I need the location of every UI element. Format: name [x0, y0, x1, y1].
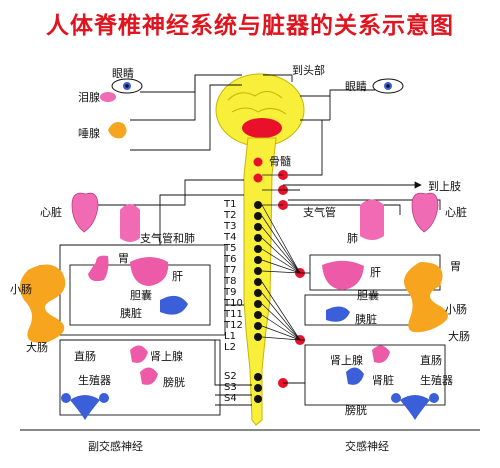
- brain-icon: [215, 73, 305, 147]
- segment-label-s3: S3: [224, 382, 237, 393]
- right-intestine-icon: [404, 262, 448, 333]
- nerve-fan-lines: [261, 174, 301, 341]
- spinal-cord-label: 骨髓: [269, 155, 291, 168]
- right-rectum-label: 直肠: [420, 354, 442, 367]
- segment-label-t12: T12: [224, 320, 243, 331]
- segment-label-t3: T3: [224, 221, 237, 232]
- left-rectum-label: 直肠: [74, 350, 96, 363]
- right-adrenal-label: 肾上腺: [330, 354, 363, 367]
- left-liver-icon: [130, 257, 169, 286]
- right-liver-icon: [322, 260, 364, 290]
- right-eye-icon: [372, 78, 404, 94]
- left-reproductive-label: 生殖器: [78, 374, 111, 387]
- spinal-ganglia: [253, 157, 263, 403]
- left-stomach-icon: [88, 255, 109, 282]
- to-upper-limb-label: 到上肢: [428, 180, 461, 193]
- segment-label-t7: T7: [224, 265, 237, 276]
- page-title: 人体脊椎神经系统与脏器的关系示意图: [46, 13, 454, 39]
- left-adrenal-icon: [130, 345, 148, 363]
- left-lacrimal-label: 泪腺: [78, 91, 100, 104]
- left-reproductive-icon: [61, 393, 109, 420]
- segment-label-t9: T9: [224, 287, 237, 298]
- right-heart-label: 心脏: [445, 206, 467, 219]
- left-liver-label: 肝: [172, 270, 183, 283]
- left-eye-label: 眼睛: [112, 67, 134, 80]
- right-adrenal-icon: [372, 345, 390, 363]
- left-heart-label: 心脏: [40, 206, 62, 219]
- left-lung-icon: [120, 204, 140, 242]
- right-lung-label: 肺: [347, 232, 358, 245]
- right-reproductive-label: 生殖器: [420, 374, 453, 387]
- sympathetic-chain: [278, 170, 305, 388]
- to-head-label: 到头部: [292, 64, 325, 77]
- saliva-gland-icon: [108, 122, 127, 139]
- right-reproductive-icon: [391, 393, 439, 420]
- segment-label-l1: L1: [224, 331, 236, 342]
- segment-label-t10: T10: [224, 298, 243, 309]
- left-saliva-label: 唾腺: [78, 127, 100, 140]
- segment-label-s4: S4: [224, 393, 237, 404]
- right-bladder-label: 膀胱: [345, 404, 367, 417]
- right-footer-label: 交感神经: [345, 440, 389, 453]
- left-pancreas-icon: [160, 295, 188, 315]
- left-heart-icon: [71, 192, 99, 233]
- left-kidney-icon: [140, 367, 158, 385]
- right-kidney-icon: [346, 367, 364, 385]
- left-small-intestine-label: 小肠: [10, 283, 32, 296]
- segment-label-t4: T4: [224, 232, 237, 243]
- segment-label-t1: T1: [224, 199, 237, 210]
- right-heart-icon: [411, 192, 439, 233]
- right-small-intestine-label: 小肠: [445, 303, 467, 316]
- right-large-intestine-label: 大肠: [448, 330, 470, 343]
- segment-label-t11: T11: [224, 309, 243, 320]
- right-pancreas-label: 胰脏: [355, 313, 377, 326]
- right-lung-icon: [360, 199, 384, 240]
- segment-label-l2: L2: [224, 342, 236, 353]
- left-adrenal-label: 肾上腺: [150, 350, 183, 363]
- left-bladder-label: 膀胱: [163, 376, 185, 389]
- left-gallbladder-label: 胆囊: [130, 289, 152, 302]
- lacrimal-gland-icon: [100, 92, 116, 102]
- segment-label-t8: T8: [224, 276, 237, 287]
- left-bronchi-lung-label: 支气管和肺: [140, 232, 195, 245]
- segment-label-t6: T6: [224, 254, 237, 265]
- left-large-intestine-label: 大肠: [26, 341, 48, 354]
- right-stomach-label: 胃: [450, 260, 461, 273]
- segment-label-s2: S2: [224, 371, 237, 382]
- left-pancreas-label: 胰脏: [120, 307, 142, 320]
- right-pancreas-icon: [326, 306, 350, 322]
- right-bronchi-label: 支气管: [303, 206, 336, 219]
- right-eye-label: 眼睛: [345, 80, 367, 93]
- right-kidney-label: 肾脏: [372, 374, 394, 387]
- left-eye-icon: [111, 78, 143, 94]
- segment-label-t5: T5: [224, 243, 237, 254]
- left-stomach-label: 胃: [118, 252, 129, 265]
- left-intestine-icon: [19, 264, 66, 343]
- left-footer-label: 副交感神经: [88, 440, 143, 453]
- right-gallbladder-label: 胆囊: [357, 289, 379, 302]
- right-liver-label: 肝: [370, 266, 381, 279]
- segment-label-t2: T2: [224, 210, 237, 221]
